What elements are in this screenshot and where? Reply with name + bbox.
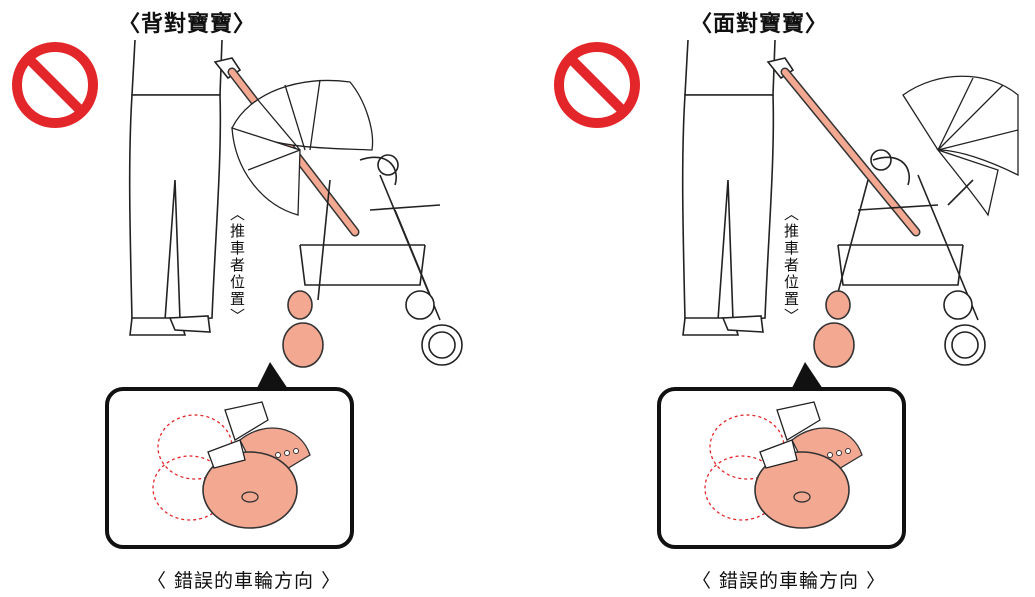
panel-back-facing: 〈背對寶寶〉 [0, 0, 517, 597]
canopy [231, 79, 374, 216]
prohibition-icon [554, 42, 640, 128]
stroller-frame [299, 154, 441, 321]
callout-pointer [255, 362, 290, 392]
wheel-detail-inset [657, 387, 906, 549]
caption-wrong-wheel-direction: 〈 錯誤的車輪方向 〉 [692, 570, 887, 592]
rear-wheels [943, 290, 986, 366]
panel-title: 〈面對寶寶〉 [690, 12, 829, 37]
caption-wrong-wheel-direction: 〈 錯誤的車輪方向 〉 [147, 570, 342, 592]
stroller-illustration [12, 39, 463, 549]
callout-pointer [790, 362, 825, 392]
stroller-illustration [554, 39, 1019, 549]
pusher-figure [128, 39, 242, 336]
wheel-detail-inset [105, 387, 354, 549]
pusher-position-label: 〈推車者位置〉 [228, 206, 246, 325]
front-wheels [282, 290, 324, 368]
panel-front-facing: 〈面對寶寶〉 [518, 0, 1035, 597]
pusher-position-label: 〈推車者位置〉 [782, 206, 800, 325]
canopy [902, 75, 1019, 217]
pusher-figure [681, 39, 795, 336]
panel-title: 〈背對寶寶〉 [118, 12, 257, 37]
prohibition-icon [12, 42, 98, 128]
front-wheels [813, 290, 855, 368]
rear-wheels [405, 290, 463, 366]
